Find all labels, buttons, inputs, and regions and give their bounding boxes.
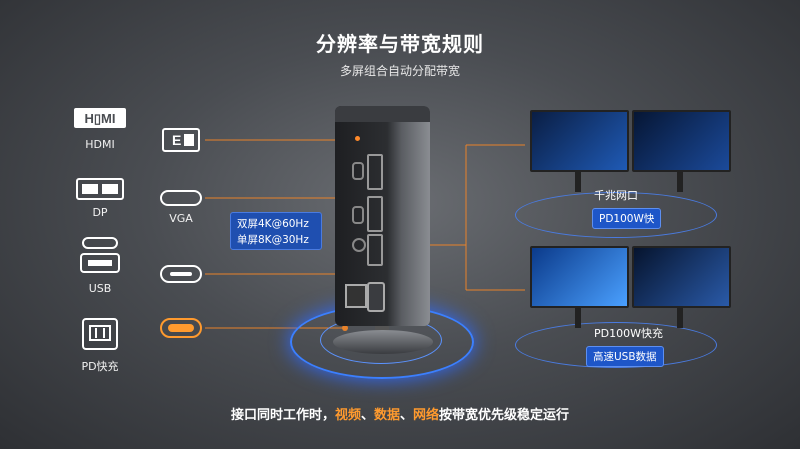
dock-base — [333, 330, 433, 354]
hdmi-logo-icon: H▯MI — [72, 104, 128, 132]
monitor-4-stand — [677, 306, 683, 328]
dp-port-icon — [367, 234, 383, 266]
power-led-icon — [355, 136, 360, 141]
footer-sep1: 、 — [360, 408, 374, 423]
spec-line-2: 单屏8K@30Hz — [237, 234, 309, 246]
usb-port-icon — [80, 236, 120, 274]
bottom-label: PD100W快充 — [594, 327, 663, 340]
top-label: 千兆网口 — [594, 189, 638, 202]
vga-connector-icon — [160, 190, 202, 206]
resolution-spec-box: 双屏4K@60Hz 单屏8K@30Hz — [230, 212, 322, 250]
monitor-2 — [632, 110, 731, 172]
monitor-4 — [632, 246, 731, 308]
footer-hl-data: 数据 — [373, 408, 400, 423]
usb-c-port-1-icon — [352, 162, 364, 180]
dock-top — [335, 106, 430, 122]
docking-station — [335, 106, 430, 326]
monitor-3-stand — [575, 306, 581, 328]
pd-charge-icon — [82, 318, 118, 350]
ethernet-port-icon-dock — [345, 284, 367, 308]
monitor-2-stand — [677, 170, 683, 192]
charge-connector-icon — [160, 318, 202, 338]
svg-text:H▯MI: H▯MI — [85, 111, 116, 126]
footer-note: 接口同时工作时，视频、数据、网络按带宽优先级稳定运行 — [0, 404, 800, 423]
pd-label: PD快充 — [81, 360, 119, 373]
ethernet-port-icon: E — [162, 128, 200, 152]
footer-part1: 接口同时工作时， — [230, 408, 335, 423]
footer-hl-video: 视频 — [334, 408, 361, 423]
hdmi-label: HDMI — [85, 138, 115, 151]
usb-c-port-2-icon — [352, 206, 364, 224]
monitor-1-stand — [575, 170, 581, 192]
footer-hl-network: 网络 — [413, 408, 440, 423]
vga-port-icon — [367, 282, 385, 312]
top-monitor-platform — [515, 192, 717, 238]
usb-label: USB — [88, 282, 112, 295]
bottom-monitor-platform — [515, 322, 717, 368]
usb-c-connector-icon — [160, 265, 202, 283]
spec-line-1: 双屏4K@60Hz — [237, 218, 309, 230]
bottom-badge: 高速USB数据 — [586, 346, 664, 367]
page-title: 分辨率与带宽规则 — [316, 32, 484, 56]
monitor-1 — [530, 110, 629, 172]
hdmi-port-2-icon — [367, 196, 383, 232]
footer-part2: 按带宽优先级稳定运行 — [439, 408, 570, 423]
footer-sep2: 、 — [400, 408, 414, 423]
monitor-3 — [530, 246, 629, 308]
hdmi-port-1-icon — [367, 154, 383, 190]
dp-label: DP — [92, 206, 108, 219]
page-subtitle: 多屏组合自动分配带宽 — [339, 64, 460, 78]
displayport-icon — [76, 178, 124, 200]
audio-jack-icon — [352, 238, 366, 252]
svg-text:E: E — [172, 132, 181, 148]
top-badge: PD100W快 — [592, 208, 662, 229]
vga-label: VGA — [169, 212, 193, 225]
